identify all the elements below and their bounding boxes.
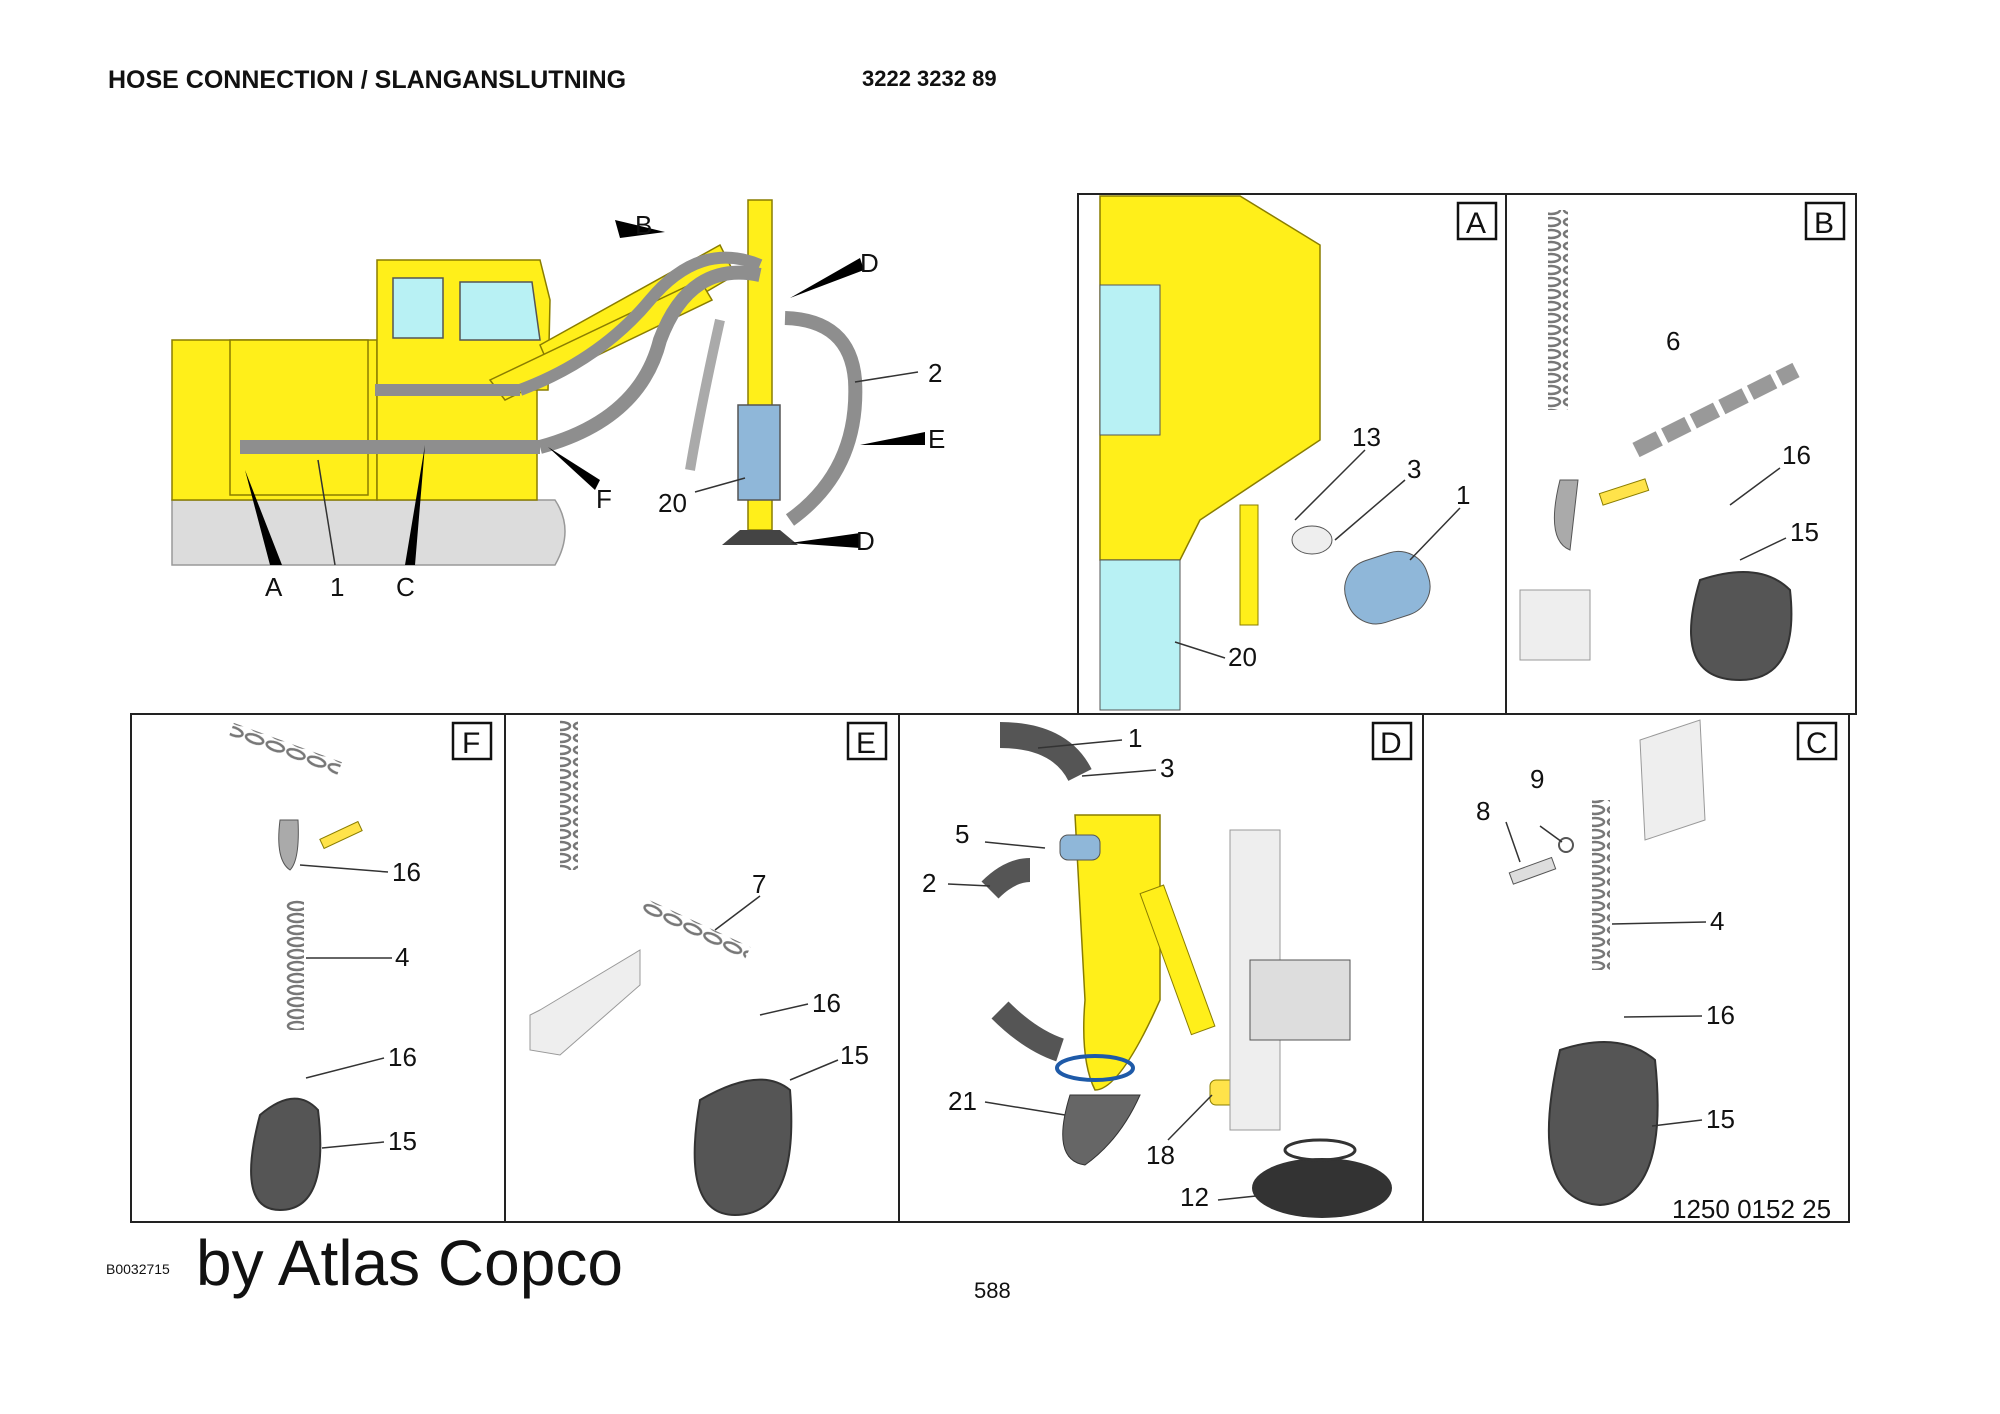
panel-d-label-12: 12 [1180,1182,1209,1212]
panel-c-label-4: 4 [1710,906,1724,936]
callout-B: B [635,210,652,240]
panel-c-label-16: 16 [1706,1000,1735,1030]
panel-d-letter: D [1380,727,1402,760]
panel-a-label-13: 13 [1352,422,1381,452]
panel-b-label-16: 16 [1782,440,1811,470]
callout-D-upper: D [860,248,879,278]
panel-e: E 7 16 15 [504,713,900,1223]
reference-code: B0032715 [106,1261,170,1277]
panel-f-label-16-upper: 16 [392,857,421,887]
panel-e-label-16: 16 [812,988,841,1018]
panel-c-label-8: 8 [1476,796,1490,826]
panel-c-letter: C [1806,727,1828,760]
panel-d-label-21: 21 [948,1086,977,1116]
panel-c: C 9 8 4 16 15 [1422,713,1850,1223]
panel-f-label-16-lower: 16 [388,1042,417,1072]
panel-d-label-2: 2 [922,868,936,898]
panel-a-label-20: 20 [1228,642,1257,672]
callout-C: C [396,572,415,602]
callout-1: 1 [330,572,344,602]
panel-c-label-15: 15 [1706,1104,1735,1134]
page-title: HOSE CONNECTION / SLANGANSLUTNING [108,66,627,94]
callout-20: 20 [658,488,687,518]
overview-callouts: A 1 C F 20 D E 2 D B [265,210,945,602]
panel-a-letter: A [1466,207,1486,240]
panel-d-label-5: 5 [955,819,969,849]
panel-a-label-1: 1 [1456,480,1470,510]
panel-d-label-1: 1 [1128,723,1142,753]
panel-e-letter: E [856,727,876,760]
overview-machine [171,199,925,566]
part-number: 3222 3232 89 [862,66,997,91]
callout-2: 2 [928,358,942,388]
callout-F: F [596,484,612,514]
panel-f: F 16 4 16 15 [130,713,506,1223]
panel-b-label-6: 6 [1666,326,1680,356]
panel-d-label-18: 18 [1146,1140,1175,1170]
panel-d: D 1 3 5 2 21 18 12 [898,713,1424,1223]
panel-f-label-4: 4 [395,942,409,972]
page-number: 588 [974,1278,1011,1303]
brand-credit: by Atlas Copco [196,1227,623,1299]
panel-c-label-9: 9 [1530,764,1544,794]
panel-a-label-3: 3 [1407,454,1421,484]
panel-b: B 6 16 15 [1505,193,1857,715]
panel-e-label-15: 15 [840,1040,869,1070]
callout-A: A [265,572,283,602]
panel-e-label-7: 7 [752,869,766,899]
panel-f-label-15: 15 [388,1126,417,1156]
panel-b-label-15: 15 [1790,517,1819,547]
panel-f-letter: F [462,727,480,760]
callout-D-lower: D [856,526,875,556]
panel-d-label-3: 3 [1160,753,1174,783]
callout-E: E [928,424,945,454]
panel-a: A 13 3 1 20 [1077,193,1507,715]
panel-b-letter: B [1814,207,1834,240]
illustration-number: 1250 0152 25 [1672,1194,1832,1224]
